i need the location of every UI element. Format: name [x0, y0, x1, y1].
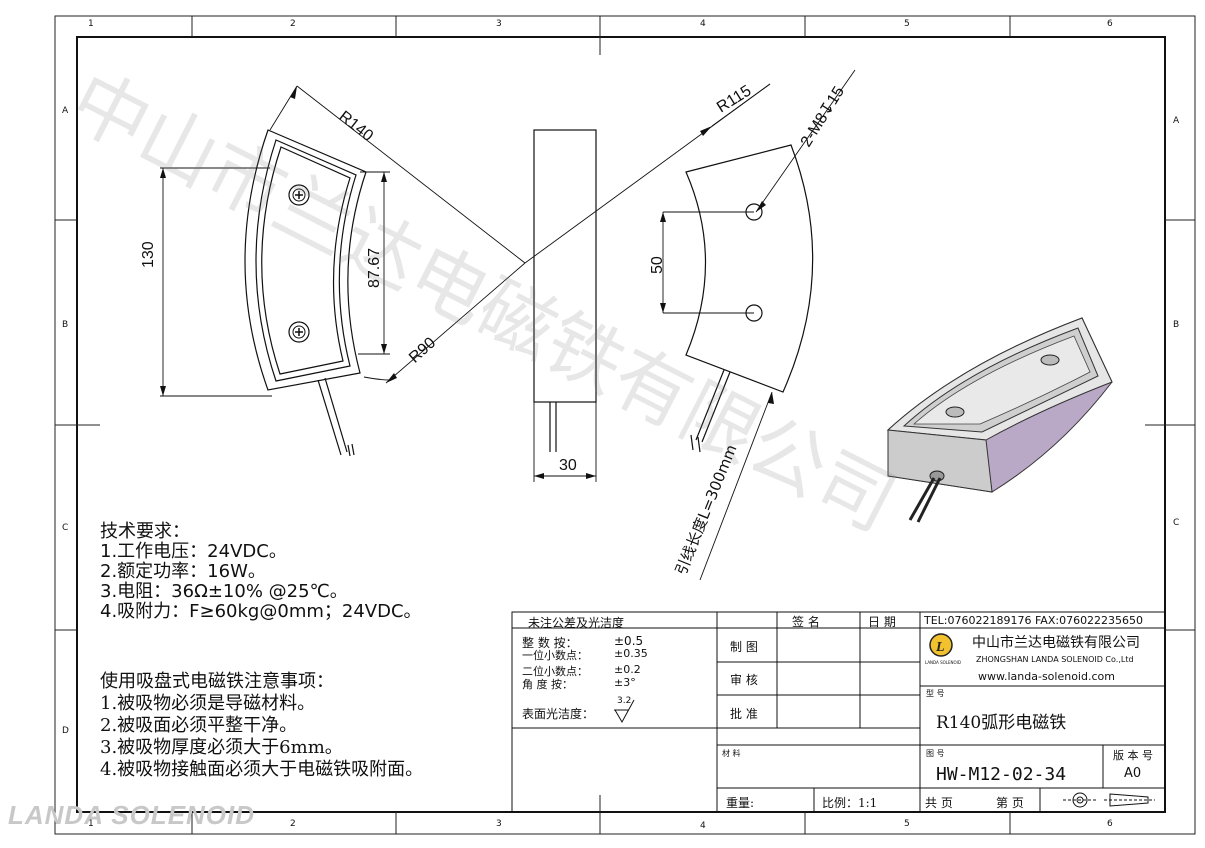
- tol-value: ±3°: [614, 676, 636, 689]
- grid-col-label: 6: [1107, 819, 1113, 829]
- zone-ticks: [55, 16, 1195, 834]
- usage-notes: 使用吸盘式电磁铁注意事项： 1.被吸物必须是导磁材料。 2.被吸面必须平整干净。…: [100, 671, 423, 781]
- model-label: 型 号: [926, 689, 945, 698]
- tol-label: 二位小数点：: [522, 665, 588, 678]
- usage-line: 2.被吸面必须平整干净。: [100, 715, 298, 736]
- logo-caption: LANDA SOLENOID: [925, 660, 961, 665]
- version-label: 版 本 号: [1113, 749, 1153, 762]
- grid-row-label: B: [1173, 320, 1180, 330]
- grid-row-label: C: [62, 523, 69, 533]
- magnet-outline: [244, 129, 367, 391]
- date-header: 日 期: [868, 615, 896, 629]
- surface-finish-symbol: [614, 699, 635, 724]
- grid-col-label: 2: [290, 19, 296, 29]
- grid-row-label: B: [62, 320, 69, 330]
- scale-label: 比例：1:1: [822, 796, 878, 810]
- dim-hole-spacing-50: 50: [649, 256, 666, 274]
- tol-value: ±0.35: [614, 647, 648, 660]
- tol-value: ±0.5: [614, 634, 644, 648]
- surface-finish-value: 3.2: [617, 696, 632, 706]
- grid-col-label: 5: [904, 19, 910, 29]
- total-pages-label: 共 页: [925, 796, 953, 810]
- grid-col-label: 1: [88, 819, 94, 829]
- usage-line: 1.被吸物必须是导磁材料。: [100, 693, 316, 714]
- surface-finish-label: 表面光洁度：: [522, 707, 595, 721]
- tech-line: 3.电阻：36Ω±10% @25℃。: [100, 581, 348, 602]
- projection-symbol-icon: [1063, 792, 1155, 808]
- tech-line: 1.工作电压：24VDC。: [100, 541, 287, 562]
- tol-value: ±0.2: [614, 663, 641, 676]
- magnet-face: [261, 146, 351, 375]
- usage-line: 4.被吸物接触面必须大于电磁铁吸附面。: [100, 759, 424, 780]
- company-name-en: ZHONGSHAN LANDA SOLENOID Co.,Ltd: [976, 655, 1134, 664]
- drawing-number: HW-M12-02-34: [936, 764, 1067, 785]
- dim-height-87: 87.67: [366, 247, 383, 288]
- tol-label: 整 数 按：: [522, 636, 578, 650]
- model-value: R140弧形电磁铁: [936, 713, 1067, 733]
- grid-col-label: 4: [700, 19, 706, 29]
- drawing-no-label: 图 号: [926, 749, 945, 758]
- grid-col-label: 5: [904, 819, 910, 829]
- grid-row-label: A: [1173, 116, 1180, 126]
- magnet-inner-rim: [255, 139, 357, 382]
- screw-icon: [288, 184, 310, 206]
- lead-wire: [324, 377, 348, 453]
- grid-col-label: 4: [700, 821, 706, 831]
- tech-line: 2.额定功率：16W。: [100, 561, 266, 582]
- material-label: 材 料: [722, 749, 741, 758]
- dim-height-130: 130: [140, 241, 157, 268]
- grid-col-label: 3: [496, 19, 502, 29]
- grid-col-label: 3: [496, 819, 502, 829]
- grid-row-label: C: [1173, 518, 1180, 528]
- svg-text:L: L: [935, 640, 945, 655]
- company-logo-icon: L: [929, 633, 953, 657]
- contact-info: TEL:076022189176 FAX:076022235650: [924, 614, 1144, 627]
- usage-line: 3.被吸物厚度必须大于6mm。: [100, 737, 343, 758]
- grid-col-label: 2: [290, 819, 296, 829]
- sign-header: 签 名: [792, 615, 820, 629]
- grid-col-label: 1: [88, 19, 94, 29]
- tol-label: 一位小数点：: [522, 649, 588, 662]
- company-name-cn: 中山市兰达电磁铁有限公司: [972, 635, 1140, 651]
- rear-view: [685, 144, 814, 453]
- tech-line: 4.吸附力：F≥60kg@0mm；24VDC。: [100, 601, 422, 622]
- tech-title: 技术要求：: [100, 521, 190, 542]
- tech-requirements: 技术要求： 1.工作电压：24VDC。 2.额定功率：16W。 3.电阻：36Ω…: [100, 522, 422, 622]
- page-label: 第 页: [996, 796, 1024, 810]
- weight-label: 重量:: [726, 796, 755, 810]
- version-value: A0: [1124, 766, 1142, 781]
- grid-col-label: 6: [1107, 19, 1113, 29]
- rear-dimension-lines: [662, 69, 856, 581]
- grid-row-label: D: [62, 726, 69, 736]
- drawn-by-label: 制 图: [730, 640, 758, 654]
- brand-watermark: LANDA SOLENOID: [8, 800, 256, 830]
- usage-title: 使用吸盘式电磁铁注意事项：: [100, 671, 334, 692]
- tolerance-title: 未注公差及光洁度: [528, 616, 625, 630]
- lead-wire: [317, 379, 342, 456]
- company-website: www.landa-solenoid.com: [978, 670, 1115, 683]
- checked-by-label: 审 核: [730, 673, 758, 687]
- screw-icon: [288, 321, 310, 343]
- grid-row-label: A: [62, 106, 69, 116]
- front-view: [244, 129, 367, 457]
- side-view: [533, 129, 597, 482]
- dim-width-30: 30: [559, 457, 577, 474]
- tol-label: 角 度 按：: [522, 678, 573, 691]
- title-block-grid: [511, 611, 1166, 813]
- approved-by-label: 批 准: [730, 707, 758, 721]
- isometric-view: [886, 316, 1113, 523]
- arrowheads: [160, 86, 774, 479]
